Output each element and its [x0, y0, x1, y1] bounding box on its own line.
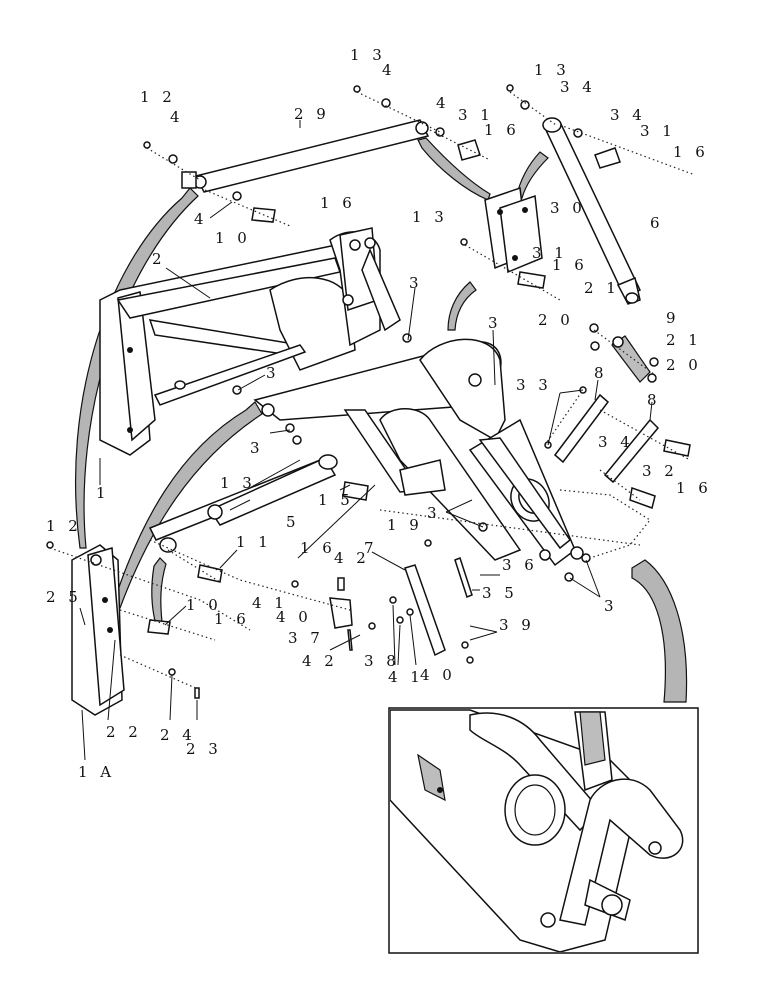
- callout-4: 4: [170, 108, 184, 126]
- callout-34: 3 4: [598, 433, 634, 451]
- callout-3: 3: [266, 364, 280, 382]
- callout-3: 3: [488, 314, 502, 332]
- callout-39: 3 9: [499, 616, 535, 634]
- callout-37: 3 7: [288, 629, 324, 647]
- callout-20: 2 0: [666, 356, 702, 374]
- callout-16: 1 6: [320, 194, 356, 212]
- callout-41: 4 1: [252, 594, 288, 612]
- callout-11: 1 1: [236, 533, 272, 551]
- callout-42: 4 2: [302, 652, 338, 670]
- callout-32: 3 2: [642, 462, 678, 480]
- callout-8: 8: [647, 391, 661, 409]
- callout-19: 1 9: [387, 516, 423, 534]
- callout-41: 4 1: [388, 668, 424, 686]
- callout-8: 8: [594, 364, 608, 382]
- callout-1A: 1 A: [78, 763, 115, 781]
- callout-31: 3 1: [458, 106, 494, 124]
- arrow-plate-right: [515, 151, 549, 199]
- callout-16: 1 6: [214, 610, 250, 628]
- callout-10: 1 0: [215, 229, 251, 247]
- callout-3: 3: [409, 274, 423, 292]
- callout-36: 3 6: [502, 556, 538, 574]
- callout-15: 1 5: [318, 491, 354, 509]
- leader-lines: [79, 120, 653, 761]
- callout-29: 2 9: [294, 105, 330, 123]
- callout-3: 3: [604, 597, 618, 615]
- callout-30: 3 0: [550, 199, 586, 217]
- callout-24: 2 4: [160, 726, 196, 744]
- callout-1: 1: [96, 484, 110, 502]
- callout-5: 5: [286, 513, 300, 531]
- part-loader-frame: [99, 227, 401, 456]
- callout-22: 2 2: [106, 723, 142, 741]
- callout-33: 3 3: [516, 376, 552, 394]
- callout-13: 1 3: [534, 61, 570, 79]
- callout-20: 2 0: [538, 311, 574, 329]
- part-cylinder-middle: [148, 454, 338, 553]
- callout-3: 3: [250, 439, 264, 457]
- part-plates: [484, 186, 543, 274]
- part-main-boom: [253, 338, 584, 567]
- callout-12: 1 2: [46, 517, 82, 535]
- part-mounting-bracket: [71, 544, 125, 716]
- callout-2: 2: [152, 250, 166, 268]
- callout-21: 2 1: [666, 331, 702, 349]
- callout-42: 4 2: [334, 549, 370, 567]
- callout-3: 3: [427, 504, 441, 522]
- arrow-to-inset: [631, 559, 688, 703]
- callout-16: 1 6: [676, 479, 712, 497]
- inset-detail: [388, 707, 699, 954]
- arrow-small-bracket: [151, 557, 167, 626]
- callout-4: 4: [194, 210, 208, 228]
- callout-4: 4: [436, 94, 450, 112]
- callout-34: 3 4: [560, 78, 596, 96]
- callout-31: 3 1: [640, 122, 676, 140]
- callout-16: 1 6: [552, 256, 588, 274]
- callout-13: 1 3: [220, 474, 256, 492]
- callout-40: 4 0: [276, 608, 312, 626]
- arrow-boom-lower: [447, 281, 477, 331]
- callout-16: 1 6: [673, 143, 709, 161]
- callout-25: 2 5: [46, 588, 82, 606]
- callout-4: 4: [382, 61, 396, 79]
- callout-34: 3 4: [610, 106, 646, 124]
- part-link-bar: [181, 119, 430, 193]
- part-links: [553, 335, 660, 484]
- callout-7: 7: [364, 539, 378, 557]
- assembly-lines: [49, 91, 696, 691]
- callout-16: 1 6: [484, 121, 520, 139]
- callout-31: 3 1: [532, 244, 568, 262]
- callout-13: 1 3: [412, 208, 448, 226]
- callout-10: 1 0: [186, 596, 222, 614]
- callout-38: 3 8: [364, 652, 400, 670]
- callout-13: 1 3: [350, 46, 386, 64]
- callout-40: 4 0: [420, 666, 456, 684]
- callout-35: 3 5: [482, 584, 518, 602]
- callout-12: 1 2: [140, 88, 176, 106]
- callout-16: 1 6: [300, 539, 336, 557]
- callout-6: 6: [650, 214, 664, 232]
- callout-23: 2 3: [186, 740, 222, 758]
- callout-labels: 1 3 4 1 2 4 2 9 4 3 1 1 6 1 3 3 4 3 4 3 …: [46, 46, 712, 781]
- callout-21: 2 1: [584, 279, 620, 297]
- arrow-plate-left: [417, 137, 491, 201]
- callout-9: 9: [666, 309, 680, 327]
